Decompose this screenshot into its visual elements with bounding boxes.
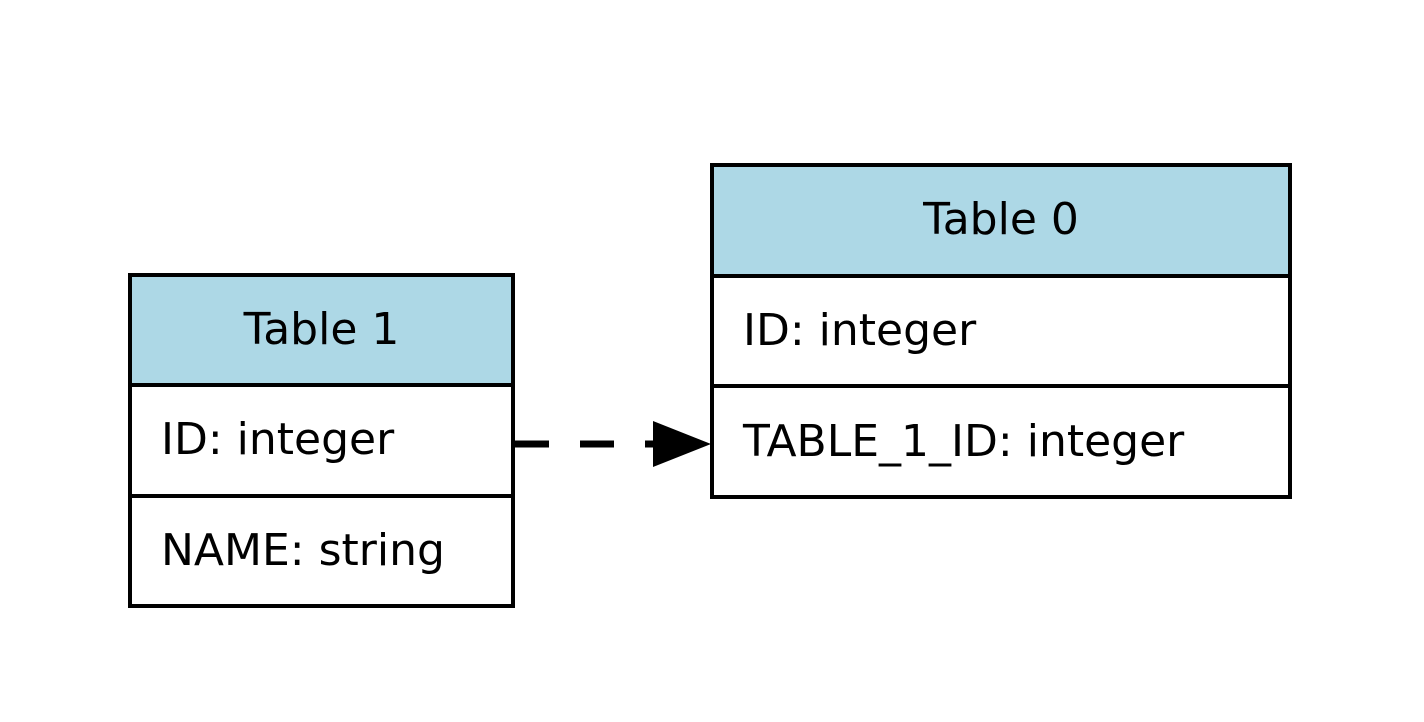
table-1-column-name: NAME: string bbox=[132, 493, 511, 604]
table-0-column-table-1-id: TABLE_1_ID: integer bbox=[714, 384, 1288, 495]
table-1-title: Table 1 bbox=[132, 277, 511, 384]
table-1-column-id: ID: integer bbox=[132, 383, 511, 493]
table-node-table-1: Table 1 ID: integer NAME: string bbox=[128, 273, 515, 608]
table-node-table-0: Table 0 ID: integer TABLE_1_ID: integer bbox=[710, 163, 1292, 499]
table-0-column-id: ID: integer bbox=[714, 273, 1288, 385]
relationship-arrowhead-icon bbox=[653, 421, 711, 467]
table-0-title: Table 0 bbox=[714, 167, 1288, 274]
